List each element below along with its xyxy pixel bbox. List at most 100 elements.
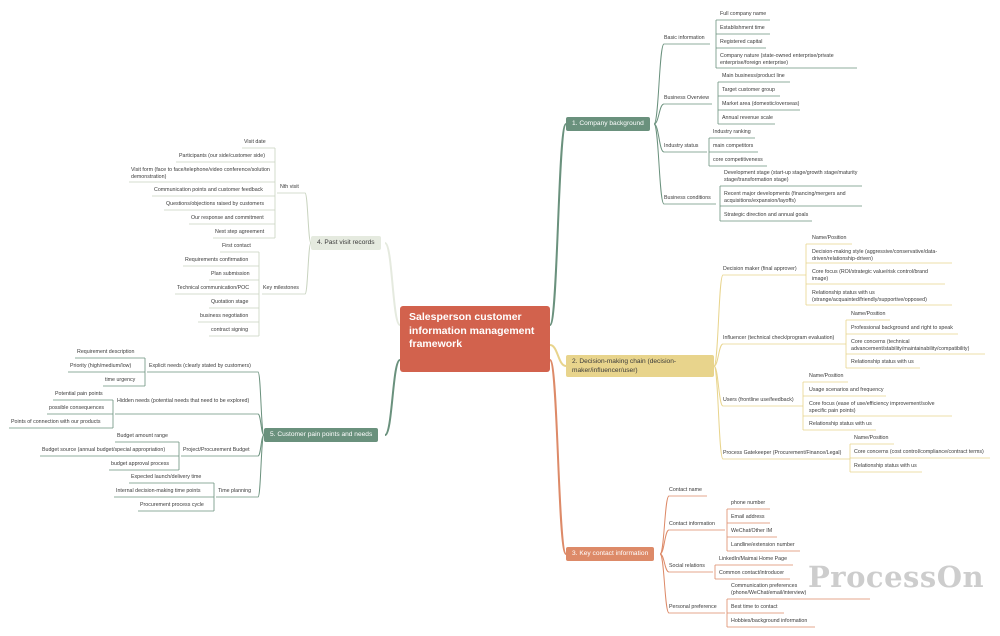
- leaf-inf-relationship[interactable]: Relationship status with us: [851, 359, 914, 365]
- branch-pain-points[interactable]: 5. Customer pain points and needs: [264, 428, 379, 442]
- leaf-gk-name-position[interactable]: Name/Position: [854, 435, 889, 441]
- leaf-industry-ranking[interactable]: Industry ranking: [713, 129, 751, 135]
- node-decision-maker[interactable]: Decision maker (final approver): [723, 266, 797, 272]
- leaf-dm-core-focus[interactable]: Core focus (ROI/strategic value/risk con…: [812, 269, 928, 282]
- leaf-core-competitiveness[interactable]: core competitiveness: [713, 157, 763, 163]
- leaf-establishment-time[interactable]: Establishment time: [720, 25, 765, 31]
- node-basic-info[interactable]: Basic information: [664, 35, 705, 41]
- root-topic[interactable]: Salesperson customer information managem…: [400, 306, 550, 372]
- node-social-relations[interactable]: Social relations: [669, 563, 705, 569]
- line-b1-overview: [653, 103, 665, 125]
- leaf-users-scenarios[interactable]: Usage scenarios and frequency: [809, 387, 884, 393]
- node-business-overview[interactable]: Business Overview: [664, 95, 710, 101]
- node-gatekeeper[interactable]: Process Gatekeeper (Procurement/Finance/…: [723, 450, 842, 456]
- leaf-points-of-connection[interactable]: Points of connection with our products: [11, 419, 101, 425]
- node-explicit-needs[interactable]: Explicit needs (clearly stated by custom…: [149, 363, 251, 369]
- leaf-requirements-confirmation[interactable]: Requirements confirmation: [185, 257, 249, 263]
- leaf-users-relationship[interactable]: Relationship status with us: [809, 421, 872, 427]
- leaf-procurement-cycle[interactable]: Procurement process cycle: [140, 502, 204, 508]
- node-users[interactable]: Users (frontline use/feedback): [723, 397, 794, 403]
- leaf-requirement-description[interactable]: Requirement description: [77, 349, 135, 355]
- leaf-gk-core-concerns[interactable]: Core concerns (cost control/compliance/c…: [854, 449, 984, 455]
- leaf-contract-signing[interactable]: contract signing: [211, 327, 249, 333]
- leaf-inf-background[interactable]: Professional background and right to spe…: [851, 325, 953, 331]
- leaf-communication-preferences[interactable]: Communication preferences (phone/WeChat/…: [731, 583, 807, 596]
- leaf-linkedin[interactable]: LinkedIn/Maimai Home Page: [719, 556, 788, 562]
- leaf-phone-number[interactable]: phone number: [731, 500, 766, 506]
- leaf-wechat-im[interactable]: WeChat/Other IM: [731, 528, 773, 534]
- node-business-conditions[interactable]: Business conditions: [664, 195, 711, 201]
- leaf-next-step[interactable]: Next step agreement: [215, 229, 265, 235]
- node-industry-status[interactable]: Industry status: [664, 143, 699, 149]
- branch-past-visits[interactable]: 4. Past visit records: [311, 236, 381, 250]
- line-b1-basic: [653, 43, 665, 125]
- leaf-first-contact[interactable]: First contact: [222, 243, 251, 249]
- node-contact-name[interactable]: Contact name: [669, 487, 702, 493]
- leaf-common-contact[interactable]: Common contact/introducer: [719, 570, 785, 576]
- leaf-recent-developments[interactable]: Recent major developments (financing/mer…: [724, 191, 846, 204]
- line-root-b3: [549, 359, 567, 555]
- leaf-strategic-direction[interactable]: Strategic direction and annual goals: [724, 212, 809, 218]
- leaf-budget-source[interactable]: Budget source (annual budget/special app…: [42, 447, 166, 453]
- leaf-inf-core-concerns[interactable]: Core concerns (technical advancement/sta…: [851, 339, 970, 352]
- leaf-visit-date[interactable]: Visit date: [244, 139, 266, 145]
- leaf-time-urgency[interactable]: time urgency: [105, 377, 136, 383]
- line-b2-dm: [713, 274, 724, 367]
- leaf-dm-relationship[interactable]: Relationship status with us (strange/acq…: [812, 290, 927, 303]
- line-root-b5: [384, 359, 401, 436]
- leaf-dm-decision-style[interactable]: Decision-making style (aggressive/conser…: [812, 249, 938, 262]
- leaf-users-name-position[interactable]: Name/Position: [809, 373, 844, 379]
- leaf-internal-decision[interactable]: Internal decision-making time points: [116, 488, 201, 494]
- node-contact-information[interactable]: Contact information: [669, 521, 715, 527]
- leaf-possible-consequences[interactable]: possible consequences: [49, 405, 105, 411]
- leaf-participants[interactable]: Participants (our side/customer side): [179, 153, 265, 159]
- leaf-potential-pain-points[interactable]: Potential pain points: [55, 391, 103, 397]
- leaf-questions-objections[interactable]: Questions/objections raised by customers: [166, 201, 265, 207]
- leaf-users-core-focus[interactable]: Core focus (ease of use/efficiency impro…: [809, 401, 935, 414]
- leaf-quotation-stage[interactable]: Quotation stage: [211, 299, 249, 305]
- leaf-visit-form[interactable]: Visit form (face to face/telephone/video…: [131, 167, 270, 180]
- leaf-budget-amount[interactable]: Budget amount range: [117, 433, 168, 439]
- processon-watermark: ProcessOn: [808, 560, 985, 594]
- leaf-company-nature[interactable]: Company nature (state-owned enterprise/p…: [720, 53, 834, 66]
- leaf-business-negotiation[interactable]: business negotiation: [200, 313, 249, 319]
- leaf-budget-approval[interactable]: budget approval process: [111, 461, 170, 467]
- leaf-priority[interactable]: Priority (high/medium/low): [70, 363, 132, 369]
- leaf-market-area[interactable]: Market area (domestic/overseas): [722, 101, 800, 107]
- leaf-best-time[interactable]: Best time to contact: [731, 604, 778, 610]
- node-nth-visit[interactable]: Nth visit: [280, 184, 299, 190]
- branch-company-background[interactable]: 1. Company background: [566, 117, 650, 131]
- leaf-plan-submission[interactable]: Plan submission: [211, 271, 250, 277]
- leaf-main-business[interactable]: Main business/product line: [722, 73, 785, 79]
- node-key-milestones[interactable]: Key milestones: [263, 285, 299, 291]
- line-root-b2: [549, 344, 567, 367]
- leaf-full-company-name[interactable]: Full company name: [720, 11, 767, 17]
- leaf-communication-points[interactable]: Communication points and customer feedba…: [154, 187, 263, 193]
- leaf-inf-name-position[interactable]: Name/Position: [851, 311, 886, 317]
- leaf-development-stage[interactable]: Development stage (start-up stage/growth…: [724, 170, 858, 183]
- leaf-hobbies[interactable]: Hobbies/background information: [731, 618, 808, 624]
- leaf-target-customer[interactable]: Target customer group: [722, 87, 775, 93]
- leaf-annual-revenue[interactable]: Annual revenue scale: [722, 115, 773, 121]
- branch-key-contact[interactable]: 3. Key contact information: [566, 547, 655, 561]
- line-b5-explicit: [257, 371, 265, 436]
- leaf-expected-launch[interactable]: Expected launch/delivery time: [131, 474, 202, 480]
- node-time-planning[interactable]: Time planning: [218, 488, 252, 494]
- node-influencer[interactable]: Influencer (technical check/program eval…: [723, 335, 835, 341]
- leaf-landline[interactable]: Landline/extension number: [731, 542, 795, 548]
- line-root-b1: [549, 123, 567, 326]
- leaf-dm-name-position[interactable]: Name/Position: [812, 235, 847, 241]
- node-hidden-needs[interactable]: Hidden needs (potential needs that need …: [117, 398, 250, 404]
- leaf-gk-relationship[interactable]: Relationship status with us: [854, 463, 917, 469]
- node-personal-preference[interactable]: Personal preference: [669, 604, 717, 610]
- node-budget[interactable]: Project/Procurement Budget: [183, 447, 250, 453]
- leaf-registered-capital[interactable]: Registered capital: [720, 39, 763, 45]
- leaf-email-address[interactable]: Email address: [731, 514, 765, 520]
- branch-decision-chain[interactable]: 2. Decision-making chain (decision-maker…: [566, 355, 714, 377]
- line-b3-info: [659, 529, 670, 555]
- leaf-main-competitors[interactable]: main competitors: [713, 143, 754, 149]
- leaf-our-response[interactable]: Our response and commitment: [191, 215, 264, 221]
- leaf-technical-communication[interactable]: Technical communication/POC: [177, 285, 250, 291]
